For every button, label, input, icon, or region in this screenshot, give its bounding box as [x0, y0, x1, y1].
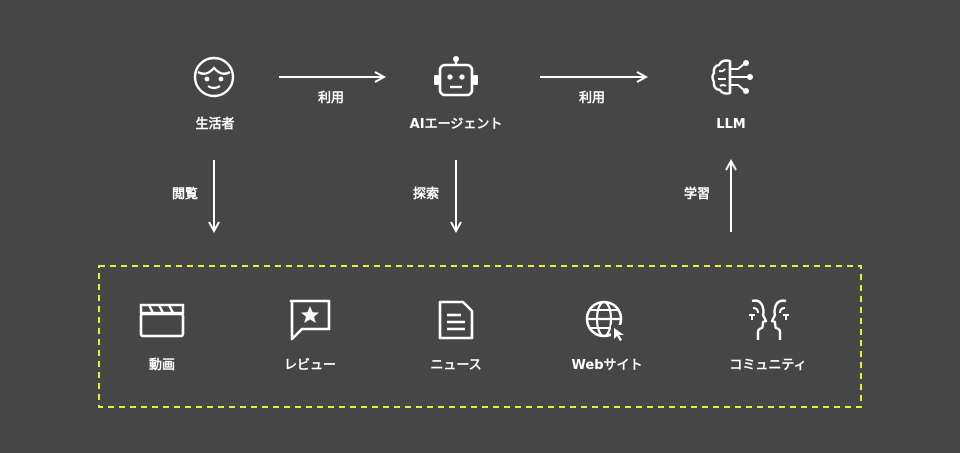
face-icon: [193, 56, 235, 98]
robot-icon: [434, 56, 478, 97]
edge-label-consumer-agent: 利用: [317, 91, 345, 106]
source-label-community: コミュニティ: [729, 358, 807, 373]
conversation-heads-icon: [749, 299, 789, 340]
document-icon: [438, 300, 474, 340]
node-llm-label: LLM: [716, 117, 746, 132]
edge-label-agent-llm: 利用: [578, 91, 606, 106]
globe-cursor-icon: [585, 300, 628, 342]
brain-circuit-icon: [711, 59, 753, 95]
review-star-icon: [289, 299, 331, 341]
source-label-video: 動画: [148, 358, 176, 373]
node-consumer-label: 生活者: [195, 117, 235, 132]
node-agent-label: AIエージェント: [409, 117, 503, 132]
edge-label-learn: 学習: [683, 187, 711, 202]
edge-label-search: 探索: [412, 187, 440, 202]
source-label-review: レビュー: [283, 358, 337, 373]
source-label-news: ニュース: [430, 358, 482, 373]
edge-label-browse: 閲覧: [171, 187, 199, 202]
source-label-website: Webサイト: [571, 358, 643, 373]
clapperboard-icon: [139, 303, 185, 338]
